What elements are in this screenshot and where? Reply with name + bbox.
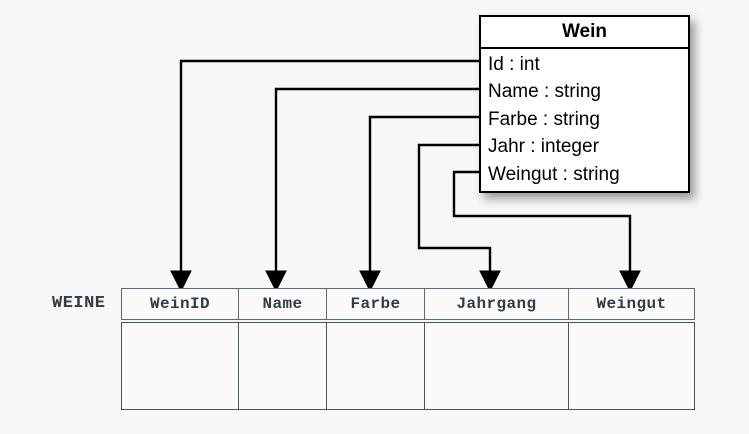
column-header-weinid: WeinID — [121, 288, 239, 320]
table-header-row: WeinID Name Farbe Jahrgang Weingut — [121, 288, 695, 320]
column-header-jahrgang: Jahrgang — [424, 288, 569, 320]
uml-attribute: Id : int — [488, 54, 540, 75]
uml-attribute: Weingut : string — [488, 163, 620, 185]
table-cell — [326, 322, 425, 410]
uml-attribute: Jahr : integer — [488, 136, 599, 158]
column-header-weingut: Weingut — [568, 288, 695, 320]
connector-jahr-to-jahrgang — [417, 143, 501, 293]
connector-id-to-weinid — [170, 59, 479, 293]
uml-attribute-list: Id : int Name : string Farbe : string Ja… — [481, 49, 688, 191]
table-cell — [568, 322, 695, 410]
table-row — [121, 322, 695, 410]
column-header-name: Name — [238, 288, 327, 320]
table-cell — [424, 322, 569, 410]
table-cell — [238, 322, 327, 410]
uml-class-name: Wein — [481, 17, 688, 49]
relational-table-name: WEINE — [52, 294, 106, 313]
connector-name-to-name — [265, 87, 479, 293]
uml-class-box: Wein Id : int Name : string Farbe : stri… — [479, 15, 690, 194]
table-cell — [121, 322, 239, 410]
connector-farbe-to-farbe — [359, 115, 479, 293]
uml-attribute: Name : string — [488, 81, 601, 103]
connector-weingut-to-weingut — [452, 170, 641, 293]
relational-table: WeinID Name Farbe Jahrgang Weingut — [121, 288, 695, 410]
column-header-farbe: Farbe — [326, 288, 425, 320]
uml-attribute: Farbe : string — [488, 108, 600, 130]
